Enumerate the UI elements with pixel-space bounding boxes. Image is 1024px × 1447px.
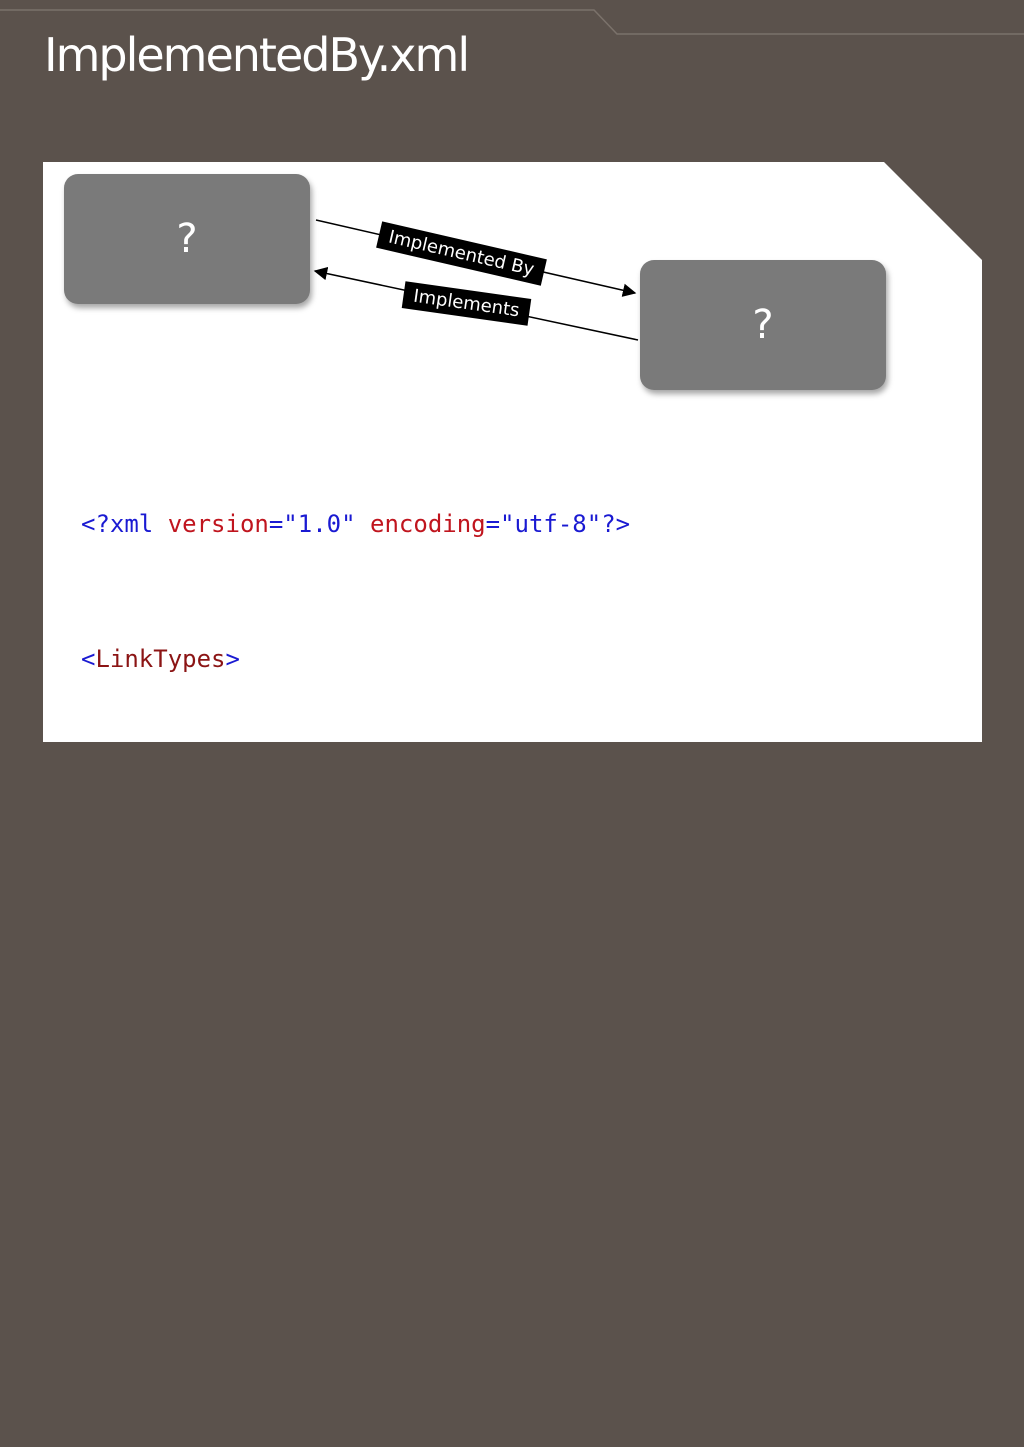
code-token: ="utf-8"?>	[485, 510, 631, 538]
code-indent	[81, 1050, 254, 1078]
source-work-item-node: ?	[64, 174, 310, 304]
target-work-item-node: ?	[640, 260, 886, 390]
content-panel: ? ? Implemented By Implements <?xml vers…	[43, 162, 982, 742]
code-token: LinkTypes	[95, 645, 226, 673]
code-line-reverse-name: ReverseName="Implements“ />	[81, 1177, 760, 1222]
code-indent	[81, 1185, 254, 1213]
code-token: ="Implements“ />	[413, 1185, 645, 1213]
code-indent	[81, 915, 254, 943]
code-token: ="Tree"	[369, 915, 472, 943]
code-indent	[81, 780, 110, 808]
slide-title: ImplementedBy.xml	[44, 28, 470, 82]
target-node-label: ?	[752, 302, 774, 348]
xml-code-block: <?xml version="1.0" encoding="utf-8"?> <…	[81, 412, 760, 1357]
code-token: encoding	[370, 510, 486, 538]
code-token: <	[81, 645, 96, 673]
code-line-linktypes-open: <LinkTypes>	[81, 637, 760, 682]
code-token: >	[239, 1320, 255, 1348]
code-token: LinkType	[124, 780, 255, 808]
code-token: </	[81, 1320, 110, 1348]
code-token: ="Scrum.ImplementedBy"	[442, 780, 761, 808]
code-token: ReverseName	[254, 1185, 414, 1213]
code-line-forward-name: ForwardName="Implemented By"	[81, 1042, 760, 1087]
code-token: Topology	[254, 915, 370, 943]
code-token: ForwardName	[254, 1050, 414, 1078]
source-node-label: ?	[176, 216, 198, 262]
code-line-linktypes-close: </LinkTypes>	[81, 1312, 760, 1357]
code-token: version	[167, 510, 269, 538]
code-token: <?xml	[81, 510, 168, 538]
code-line-topology: Topology="Tree"	[81, 907, 760, 952]
decorative-lines	[0, 9, 1024, 35]
code-token: <	[109, 780, 125, 808]
code-token: >	[225, 645, 240, 673]
code-token: ="1.0"	[268, 510, 371, 538]
code-token: LinkTypes	[109, 1320, 240, 1348]
code-line-xml-declaration: <?xml version="1.0" encoding="utf-8"?>	[81, 502, 760, 547]
code-token: ReferenceName	[254, 780, 443, 808]
code-line-linktype-reference: <LinkType ReferenceName="Scrum.Implement…	[81, 772, 760, 817]
code-token: ="Implemented By"	[413, 1050, 659, 1078]
